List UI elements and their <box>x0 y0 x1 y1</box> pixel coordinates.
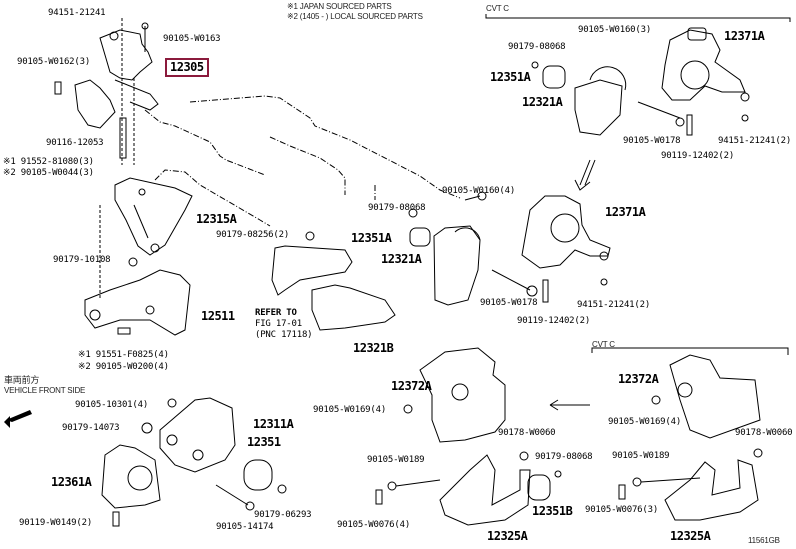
part-label-90179-10108[interactable]: 90179-10108 <box>53 255 111 265</box>
part-label-90179-08256[interactable]: 90179-08256(2) <box>216 230 290 240</box>
cvt-bottom-bracket <box>591 347 789 355</box>
part-label-94151-21241-mid[interactable]: 94151-21241(2) <box>577 300 651 310</box>
part-label-12351a-mid[interactable]: 12351A <box>351 231 392 245</box>
part-label-12372a-mid[interactable]: 12372A <box>391 379 432 393</box>
part-label-12311a[interactable]: 12311A <box>253 417 294 431</box>
part-label-91551-f0825[interactable]: ※1 91551-F0825(4) <box>78 350 169 360</box>
part-label-12351[interactable]: 12351 <box>247 435 281 449</box>
part-label-90105-w0178-top[interactable]: 90105-W0178 <box>623 136 681 146</box>
part-label-90105-w0189-mid[interactable]: 90105-W0189 <box>367 455 425 465</box>
engine-outline <box>144 95 461 227</box>
part-label-12361a[interactable]: 12361A <box>51 475 92 489</box>
part-12372a-12325a-right <box>618 354 763 521</box>
refer-line1: REFER TO <box>255 308 297 318</box>
part-label-12321a-mid[interactable]: 12321A <box>381 252 422 266</box>
part-label-90178-w0060-right[interactable]: 90178-W0060 <box>735 428 793 438</box>
part-12305-mount <box>54 18 159 165</box>
section-label-cvt-top: CVT C <box>486 4 509 13</box>
part-label-90179-08068-bot[interactable]: 90179-08068 <box>535 452 593 462</box>
part-label-12321b[interactable]: 12321B <box>353 341 394 355</box>
vehicle-front-jp: 車両前方 <box>4 375 40 385</box>
part-12511-bracket <box>84 269 191 336</box>
part-label-90105-w0189-right[interactable]: 90105-W0189 <box>612 451 670 461</box>
part-label-12371a-top[interactable]: 12371A <box>724 29 765 43</box>
part-label-12371a-mid[interactable]: 12371A <box>605 205 646 219</box>
vehicle-front-en: VEHICLE FRONT SIDE <box>4 386 86 395</box>
part-label-12325a-right[interactable]: 12325A <box>670 529 711 543</box>
part-12311a-assembly <box>101 397 287 527</box>
part-12321a-mid <box>408 191 538 306</box>
part-label-90179-14073[interactable]: 90179-14073 <box>62 423 120 433</box>
figure-code: 11561GB <box>748 536 780 545</box>
part-label-90105-w0169-right[interactable]: 90105-W0169(4) <box>608 417 682 427</box>
vehicle-front-arrow-icon <box>4 410 32 428</box>
part-label-12321a-top[interactable]: 12321A <box>522 95 563 109</box>
part-label-90119-12402-mid[interactable]: 90119-12402(2) <box>517 316 591 326</box>
part-label-12511[interactable]: 12511 <box>201 309 235 323</box>
part-12371a-mid <box>521 195 611 303</box>
part-label-12315a[interactable]: 12315A <box>196 212 237 226</box>
part-label-90105-10301[interactable]: 90105-10301(4) <box>75 400 149 410</box>
part-label-90105-14174[interactable]: 90105-14174 <box>216 522 274 532</box>
part-label-90105-w0044[interactable]: ※2 90105-W0044(3) <box>3 168 94 178</box>
part-label-90116-12053[interactable]: 90116-12053 <box>46 138 104 148</box>
note-japan-sourced: ※1 JAPAN SOURCED PARTS <box>287 2 392 11</box>
part-label-12372a-right[interactable]: 12372A <box>618 372 659 386</box>
part-label-12351b[interactable]: 12351B <box>532 504 573 518</box>
section-label-cvt-bottom: CVT C <box>592 340 615 349</box>
part-label-90105-w0178-mid[interactable]: 90105-W0178 <box>480 298 538 308</box>
part-label-90105-w0160-3[interactable]: 90105-W0160(3) <box>578 25 652 35</box>
part-label-90105-w0163[interactable]: 90105-W0163 <box>163 34 221 44</box>
part-label-90105-w0076-3[interactable]: 90105-W0076(3) <box>585 505 659 515</box>
part-label-90119-12402-top[interactable]: 90119-12402(2) <box>661 151 735 161</box>
part-label-12305-highlighted[interactable]: 12305 <box>165 58 209 77</box>
note-local-sourced: ※2 (1405 - ) LOCAL SOURCED PARTS <box>287 12 423 21</box>
part-label-90178-w0060-mid[interactable]: 90178-W0060 <box>498 428 556 438</box>
part-label-90179-08068-mid[interactable]: 90179-08068 <box>368 203 426 213</box>
part-12321b-bracket <box>271 231 396 331</box>
refer-line3: (PNC 17118) <box>255 330 313 340</box>
part-label-90105-w0160-4[interactable]: 90105-W0160(4) <box>442 186 516 196</box>
part-label-90105-w0076-4[interactable]: 90105-W0076(4) <box>337 520 411 530</box>
part-label-90105-w0200[interactable]: ※2 90105-W0200(4) <box>78 362 169 372</box>
part-label-90105-w0169-mid[interactable]: 90105-W0169(4) <box>313 405 387 415</box>
part-label-90179-06293[interactable]: 90179-06293 <box>254 510 312 520</box>
part-label-94151-21241[interactable]: 94151-21241 <box>48 8 106 18</box>
part-label-90105-w0162[interactable]: 90105-W0162(3) <box>17 57 91 67</box>
part-label-12325a-mid[interactable]: 12325A <box>487 529 528 543</box>
part-label-12351a-top[interactable]: 12351A <box>490 70 531 84</box>
part-12315a-bracket <box>99 177 193 300</box>
part-label-90179-08068-top[interactable]: 90179-08068 <box>508 42 566 52</box>
part-cvt-top-assembly <box>531 27 750 191</box>
part-12372a-12325a-mid <box>375 347 590 526</box>
refer-line2[interactable]: FIG 17-01 <box>255 319 302 329</box>
part-label-90119-w0149[interactable]: 90119-W0149(2) <box>19 518 93 528</box>
part-label-91552-81080[interactable]: ※1 91552-81080(3) <box>3 157 94 167</box>
cvt-top-bracket <box>485 14 791 22</box>
part-label-94151-21241-top[interactable]: 94151-21241(2) <box>718 136 792 146</box>
